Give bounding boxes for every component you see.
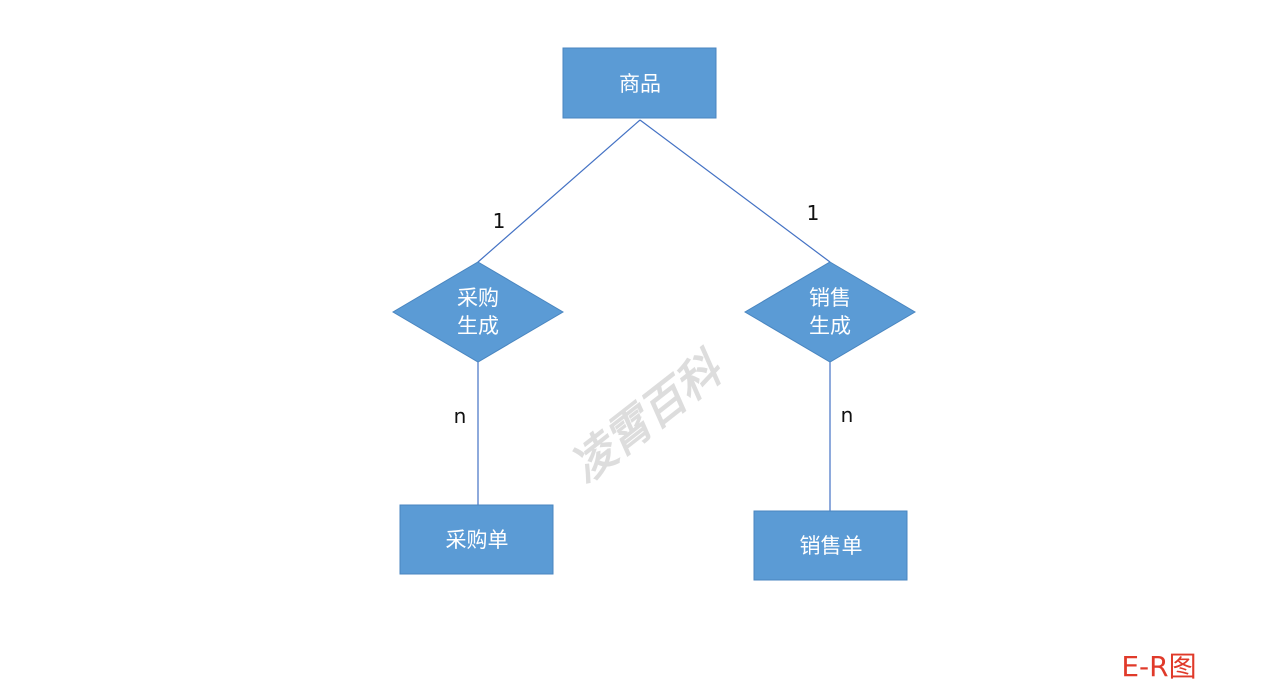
diagram-caption: E-R图: [1121, 650, 1196, 683]
entity-product-box: [562, 47, 717, 119]
edge-product-to-sales: [639, 119, 831, 263]
cardinality-product-sales: 1: [807, 201, 820, 225]
relation-purchase: 采购 生成: [392, 261, 564, 363]
cardinality-sales-order: n: [841, 403, 854, 427]
watermark: 凌霄百科: [561, 342, 733, 492]
entity-sales-order-box: [753, 510, 908, 581]
cardinality-product-purchase: 1: [493, 209, 506, 233]
relation-sales-label-line1: 销售: [809, 286, 851, 310]
entity-product-label: 商品: [619, 72, 661, 96]
relation-purchase-diamond: [392, 261, 564, 363]
relation-sales-diamond: [744, 261, 916, 363]
relation-sales: 销售 生成: [744, 261, 916, 363]
relation-purchase-label-line1: 采购: [457, 286, 499, 310]
entity-sales-order: 销售单: [753, 510, 908, 581]
entity-product: 商品: [562, 47, 717, 119]
entity-purchase-order: 采购单: [399, 504, 554, 575]
edge-product-to-purchase: [477, 119, 641, 263]
relation-purchase-label-line2: 生成: [457, 314, 499, 338]
entity-purchase-order-label: 采购单: [446, 528, 509, 552]
cardinality-purchase-order: n: [454, 404, 467, 428]
relation-sales-label-line2: 生成: [809, 314, 851, 338]
entity-sales-order-label: 销售单: [800, 534, 863, 558]
entity-purchase-order-box: [399, 504, 554, 575]
